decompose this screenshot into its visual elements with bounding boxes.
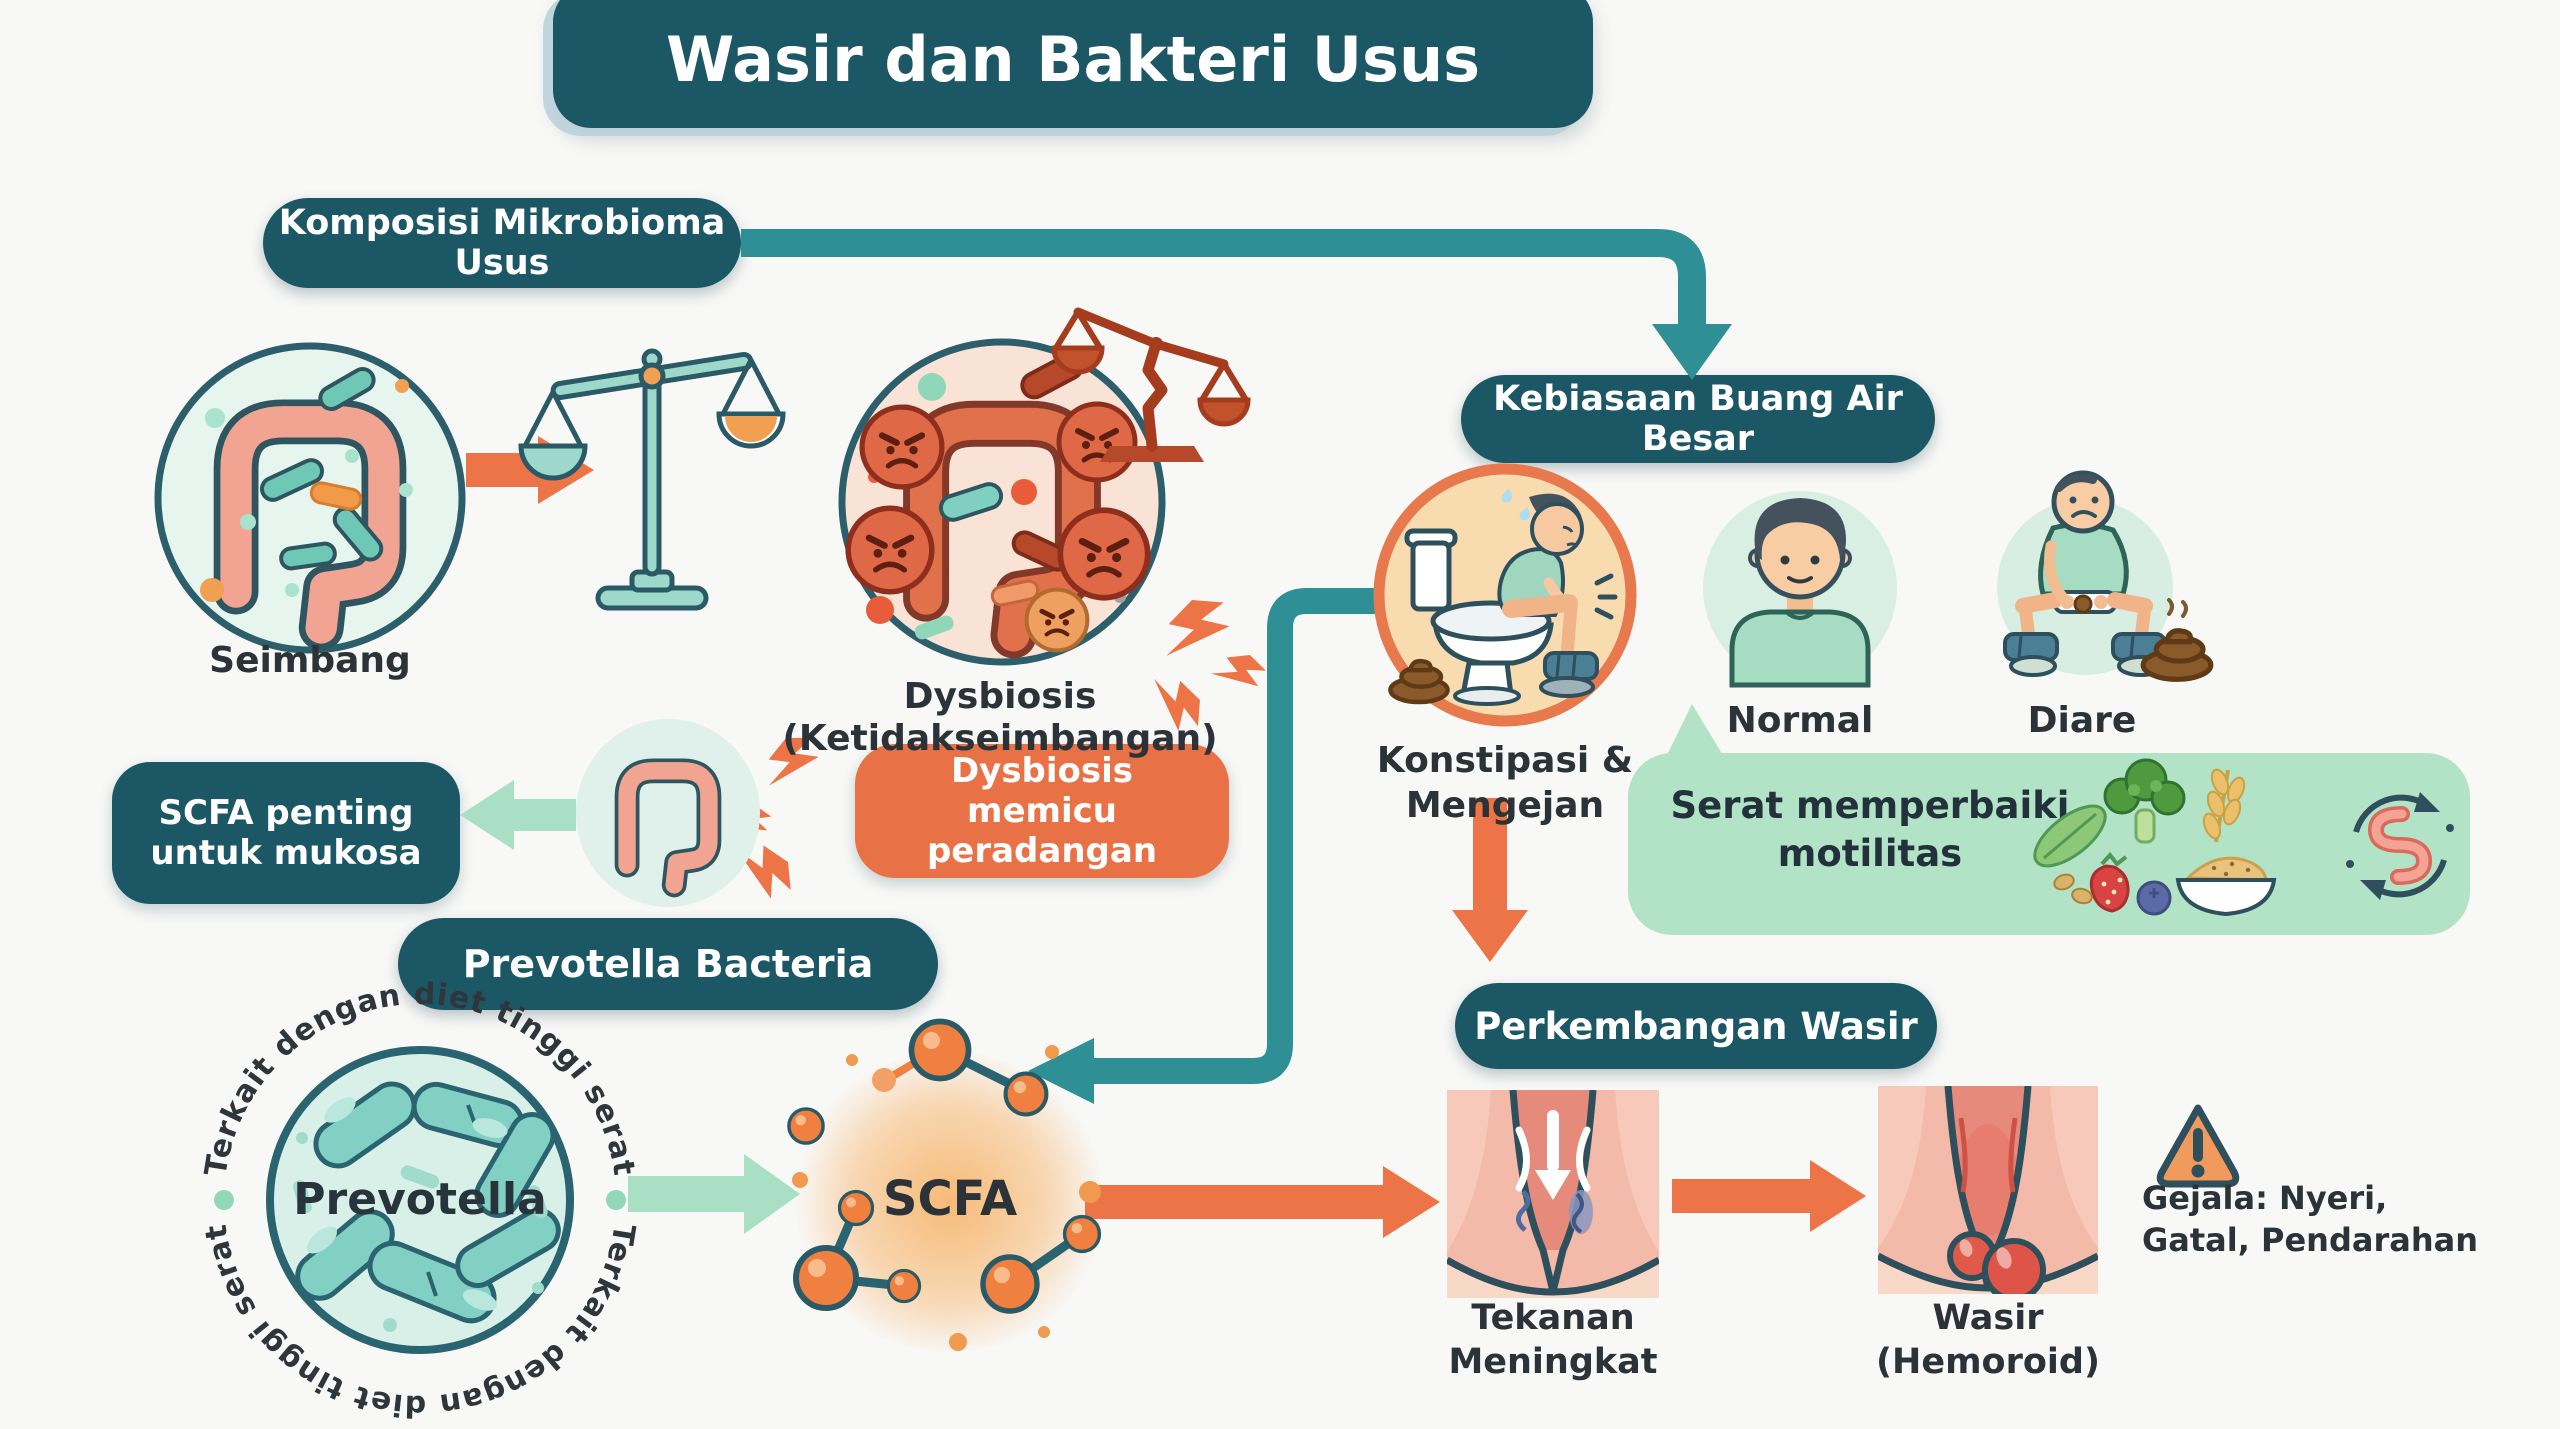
section-header-prevotella: Prevotella Bacteria (398, 918, 938, 1010)
scfa-note-text: SCFA penting untuk mukosa (150, 793, 422, 873)
label-dysbiosis-sub: (Ketidakseimbangan) (782, 718, 1218, 759)
arrow-scfa-to-tekanan (1085, 1166, 1440, 1238)
connector-komposisi-to-kebiasaan (741, 229, 1732, 380)
komposisi-header-text: Komposisi Mikrobioma Usus (278, 203, 726, 283)
label-gejala-2: Gatal, Pendarahan (2142, 1221, 2478, 1259)
label-tekanan-2: Meningkat (1448, 1342, 1658, 1382)
normal-person-icon (1703, 491, 1897, 688)
constipation-toilet-icon (1373, 463, 1637, 727)
label-dysbiosis: Dysbiosis (903, 676, 1097, 717)
inflammation-text: Dysbiosis memicu peradangan (926, 751, 1158, 871)
label-wasir-1: Wasir (1932, 1298, 2044, 1338)
label-diare: Diare (2027, 700, 2137, 741)
label-seimbang: Seimbang (209, 640, 411, 681)
arrow-intestine-to-scfanote (460, 780, 576, 850)
perkembangan-header-text: Perkembangan Wasir (1474, 1004, 1918, 1048)
label-normal: Normal (1726, 700, 1874, 741)
label-scfa: SCFA (882, 1171, 1018, 1227)
page-title: Wasir dan Bakteri Usus (666, 22, 1480, 96)
balanced-scale-icon (518, 348, 786, 611)
inflammation-box: Dysbiosis memicu peradangan (855, 744, 1229, 878)
section-header-perkembangan: Perkembangan Wasir (1455, 983, 1937, 1069)
prevotella-header-text: Prevotella Bacteria (462, 942, 874, 986)
broken-scale-icon (1051, 307, 1251, 462)
svg-text:Terkait dengan diet tinggi ser: Terkait dengan diet tinggi serat (198, 1221, 641, 1423)
section-header-kebiasaan: Kebiasaan Buang Air Besar (1461, 375, 1935, 463)
scfa-note-box: SCFA penting untuk mukosa (112, 762, 460, 904)
label-gejala-1: Gejala: Nyeri, (2142, 1179, 2388, 1217)
page-title-banner: Wasir dan Bakteri Usus (553, 0, 1593, 128)
label-tekanan-1: Tekanan (1471, 1298, 1635, 1338)
intestine-mini-icon (576, 719, 760, 907)
prevotella-center-label: Prevotella (293, 1174, 546, 1225)
section-header-komposisi: Komposisi Mikrobioma Usus (263, 198, 741, 288)
warning-icon (2156, 1104, 2240, 1188)
kebiasaan-header-text: Kebiasaan Buang Air Besar (1493, 379, 1903, 459)
arrow-tekanan-to-wasir (1672, 1160, 1866, 1232)
arrow-seimbang-to-scale (466, 436, 594, 504)
balanced-microbiome-icon (154, 342, 466, 654)
prevotella-ring-text-bottom: Terkait dengan diet tinggi serat (198, 1221, 640, 1423)
arrow-prevotella-to-scfa (628, 1154, 800, 1234)
anal-pressure-illustration (1447, 1090, 1659, 1298)
fiber-note-text: Serat memperbaiki motilitas (1670, 784, 2070, 876)
dysbiosis-microbiome-icon (838, 338, 1166, 666)
prevotella-circle-icon: Terkait dengan diet tinggi serat Terkait… (198, 977, 641, 1423)
label-konstipasi-2: Mengejan (1405, 785, 1605, 826)
label-wasir-2: (Hemoroid) (1876, 1342, 2100, 1382)
hemorrhoid-illustration (1878, 1086, 2098, 1294)
label-konstipasi-1: Konstipasi & (1376, 740, 1634, 781)
diarrhea-person-icon (1997, 470, 2211, 679)
